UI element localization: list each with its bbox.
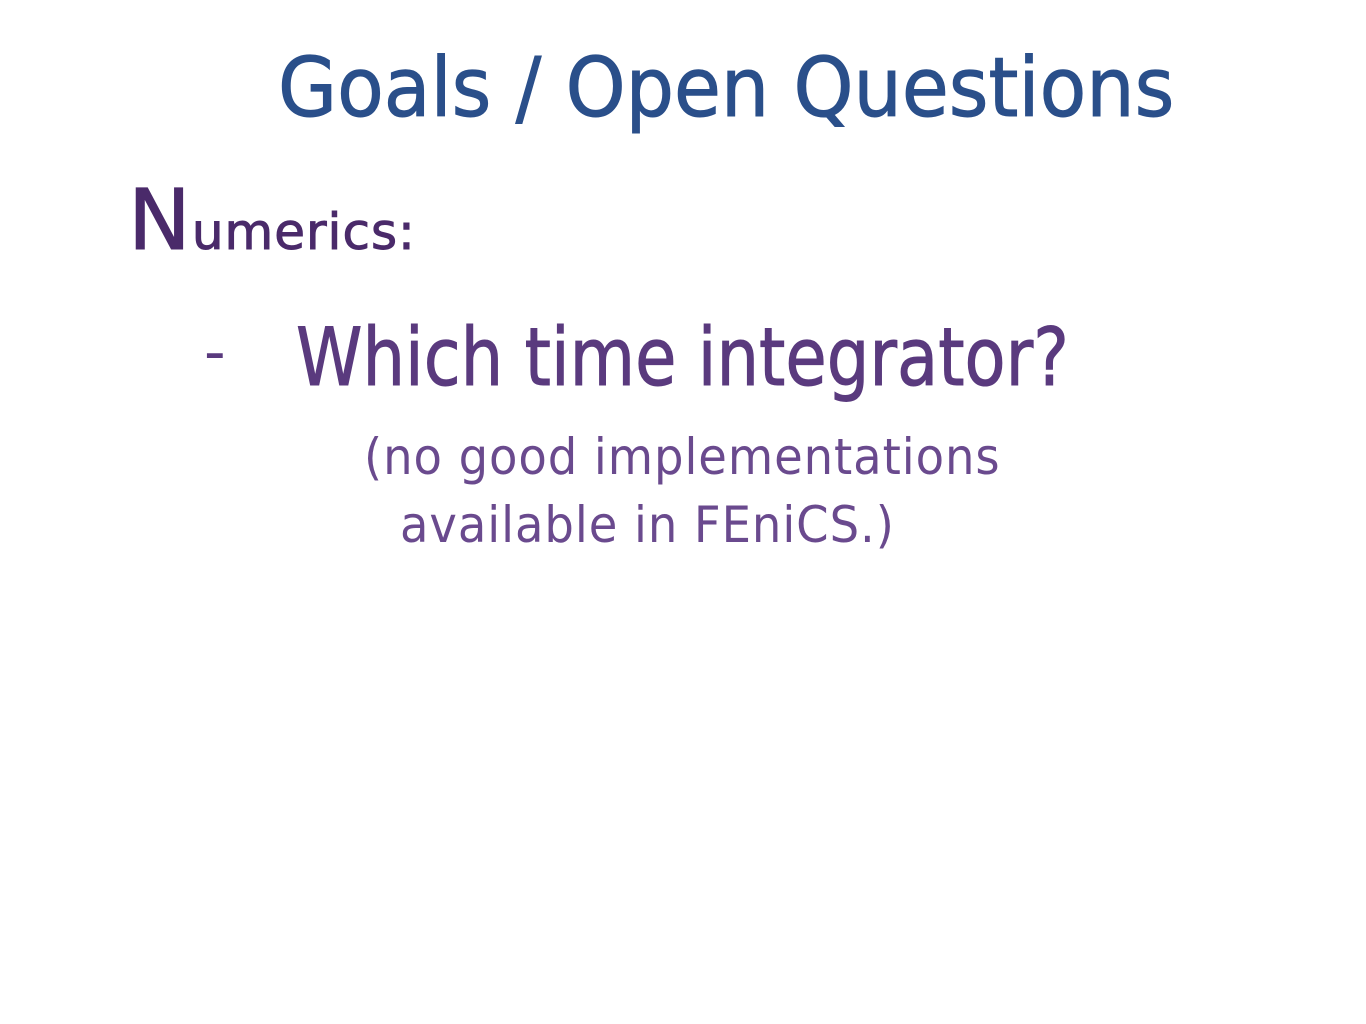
note-line-2: available in FEniCS.): [400, 496, 895, 554]
section-heading-rest: umerics:: [191, 203, 416, 261]
section-heading-initial: N: [128, 171, 192, 269]
note-line-1: (no good implementations: [364, 428, 1001, 486]
page-title: Goals / Open Questions: [278, 41, 1175, 136]
bullet-question: Which time integrator?: [296, 311, 1070, 404]
section-heading: Numerics:: [128, 178, 416, 263]
bullet-marker: -: [204, 317, 227, 387]
